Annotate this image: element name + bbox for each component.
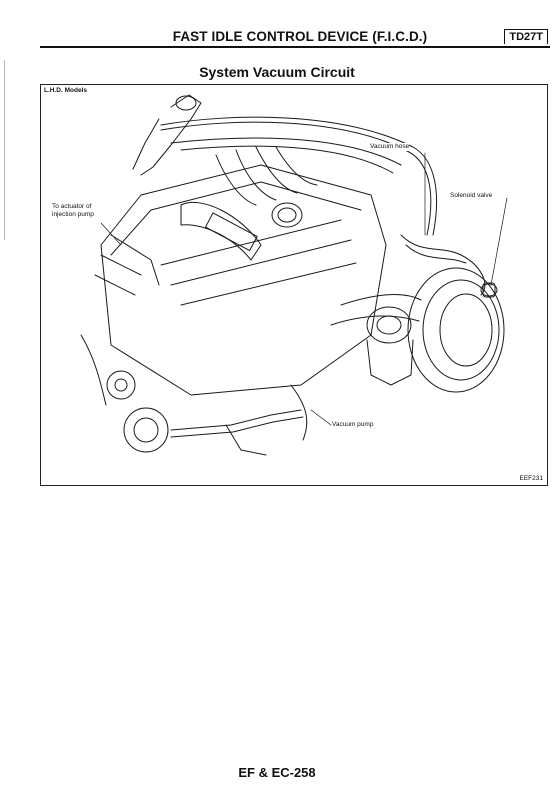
page-title: FAST IDLE CONTROL DEVICE (F.I.C.D.) bbox=[172, 29, 428, 44]
engine-code-tab: TD27T bbox=[504, 29, 548, 44]
models-label: L.H.D. Models bbox=[44, 87, 87, 94]
page-number: EF & EC-258 bbox=[238, 765, 316, 780]
figure-code: EEF231 bbox=[519, 475, 544, 482]
solenoid-valve-label: Solenoid valve bbox=[450, 192, 493, 200]
vacuum-hose-label: Vacuum hose bbox=[370, 143, 410, 151]
margin-line bbox=[4, 60, 5, 240]
actuator-label-line1: To actuator of bbox=[52, 203, 92, 211]
engine-illustration bbox=[80, 94, 508, 456]
engine-diagram-figure: L.H.D. Models Vacuum hose Solenoid valve… bbox=[40, 84, 548, 486]
page-header: FAST IDLE CONTROL DEVICE (F.I.C.D.) TD27… bbox=[40, 29, 550, 48]
vacuum-pump-label: Vacuum pump bbox=[332, 421, 374, 429]
section-title: System Vacuum Circuit bbox=[199, 64, 355, 80]
actuator-label-line2: injection pump bbox=[52, 211, 94, 219]
